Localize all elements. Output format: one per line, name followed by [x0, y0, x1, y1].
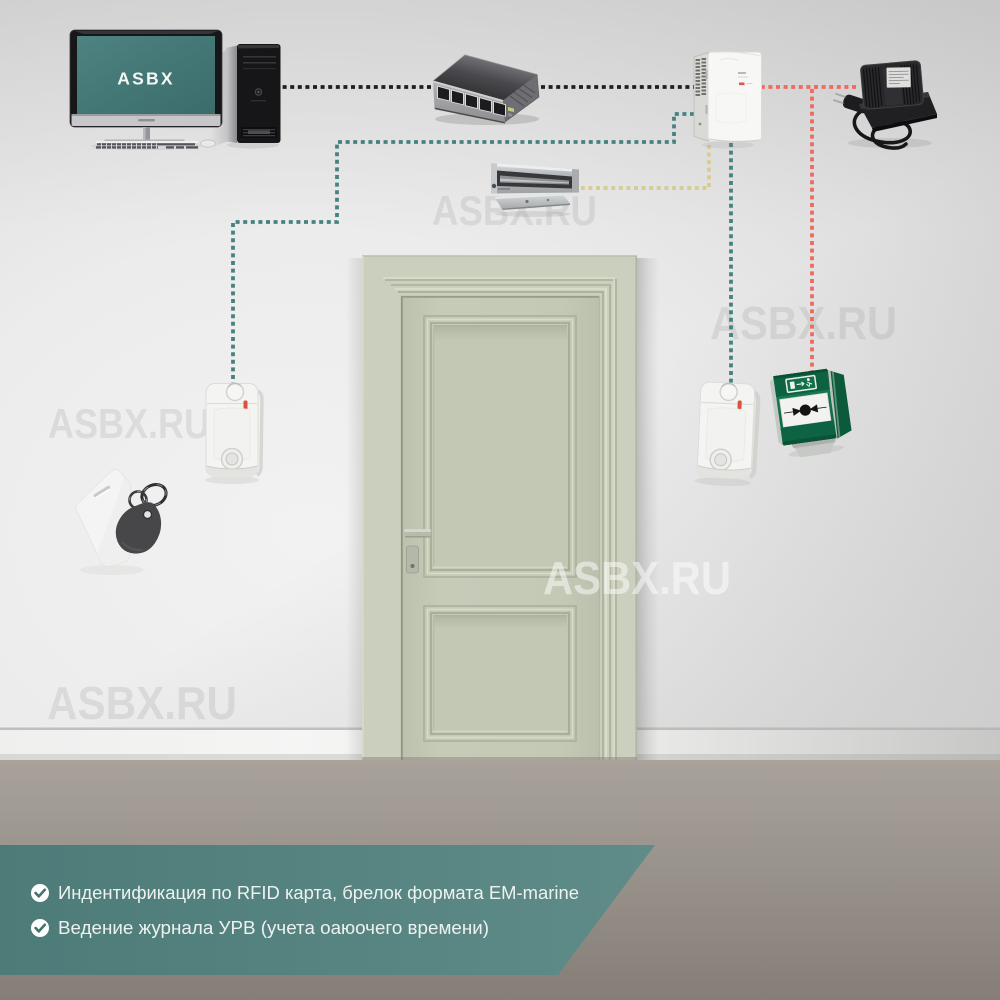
- svg-text:Индентификация по RFID карта,: Индентификация по RFID карта, брелок фор…: [58, 883, 579, 903]
- svg-text:ASBX.RU: ASBX.RU: [48, 400, 210, 447]
- svg-text:ASBX.RU: ASBX.RU: [543, 552, 731, 604]
- svg-text:ASBX: ASBX: [117, 69, 174, 89]
- svg-text:Ведение журнала УРВ (учета оаю: Ведение журнала УРВ (учета оаюочего врем…: [58, 918, 489, 938]
- svg-text:ASBX.RU: ASBX.RU: [47, 677, 237, 729]
- svg-text:ASBX.RU: ASBX.RU: [432, 187, 597, 234]
- svg-text:ASBX.RU: ASBX.RU: [710, 297, 897, 349]
